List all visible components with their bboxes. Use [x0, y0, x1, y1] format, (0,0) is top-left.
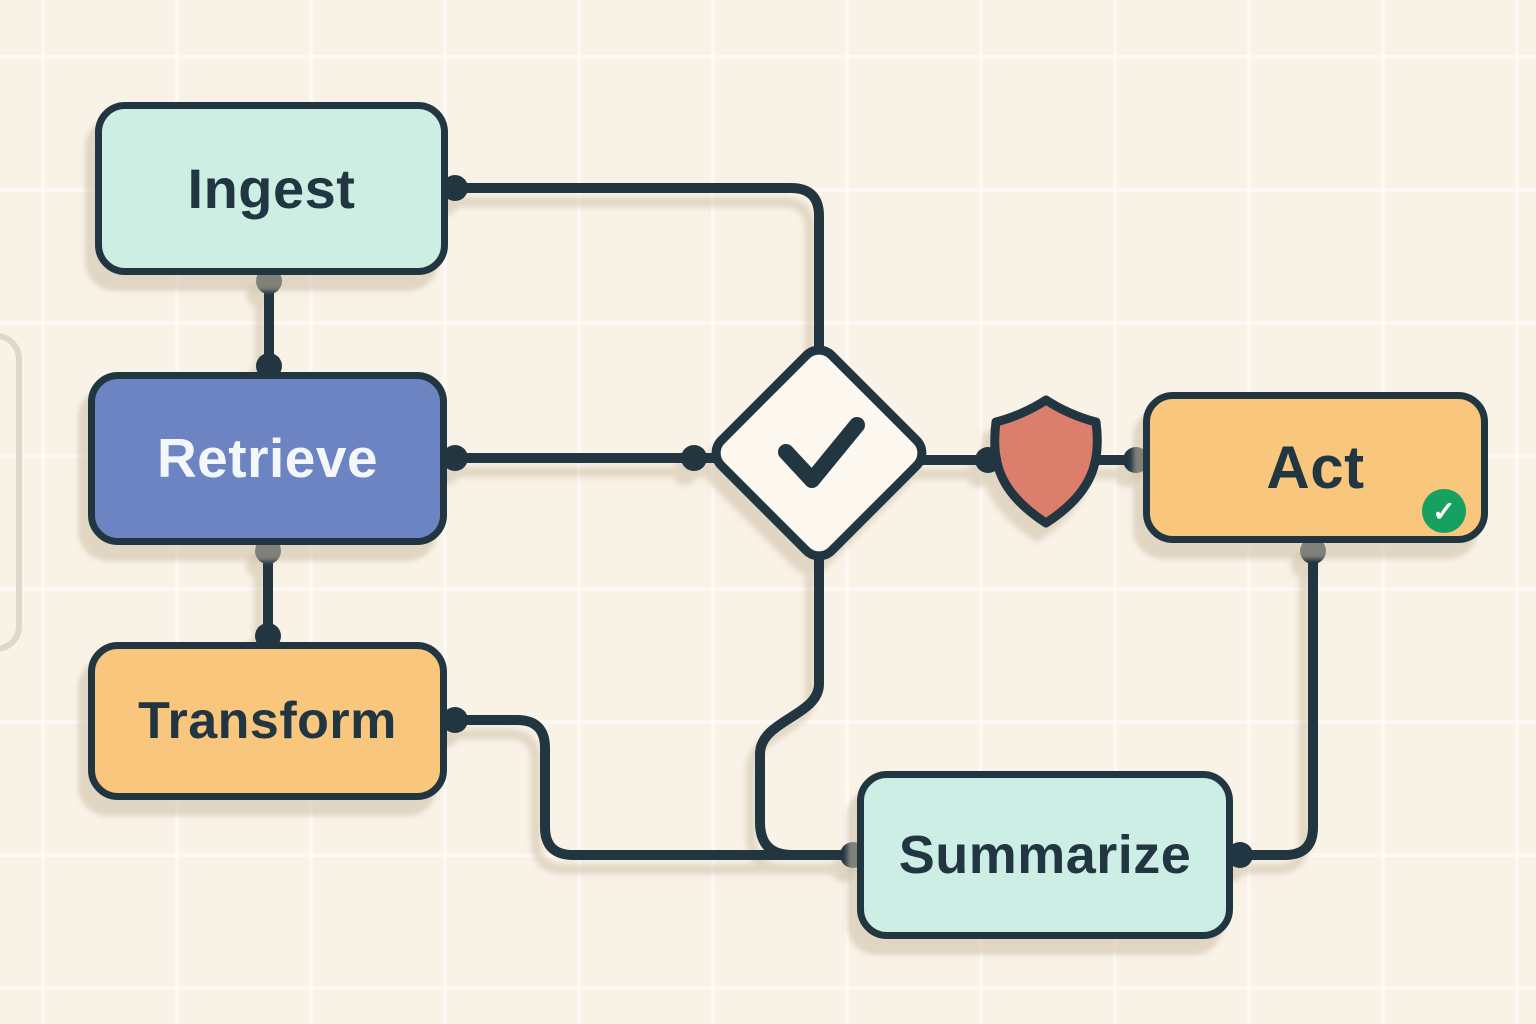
node-summarize[interactable]: Summarize: [857, 771, 1233, 939]
connector-dot: [975, 447, 1001, 473]
edge-transform-summarize: [447, 715, 858, 860]
offscreen-card-outline: [0, 333, 22, 652]
node-transform-label: Transform: [138, 692, 397, 750]
checkmark-icon: [778, 417, 865, 488]
edge-ingest-check: [447, 183, 824, 351]
check-circle-icon: ✓: [1432, 495, 1456, 527]
decision-node[interactable]: [709, 343, 930, 564]
edge-check-summarize: [755, 554, 858, 860]
shield-icon[interactable]: [990, 395, 1102, 528]
connector-dot: [681, 445, 707, 471]
node-transform[interactable]: Transform: [88, 642, 447, 800]
node-ingest[interactable]: Ingest: [95, 102, 448, 275]
node-retrieve-label: Retrieve: [156, 427, 379, 489]
node-act-label: Act: [1266, 433, 1365, 501]
node-retrieve[interactable]: Retrieve: [88, 372, 447, 545]
node-ingest-label: Ingest: [187, 156, 356, 220]
edge-summarize-act: [1232, 544, 1318, 860]
node-summarize-label: Summarize: [898, 825, 1192, 885]
status-badge: ✓: [1422, 489, 1466, 533]
